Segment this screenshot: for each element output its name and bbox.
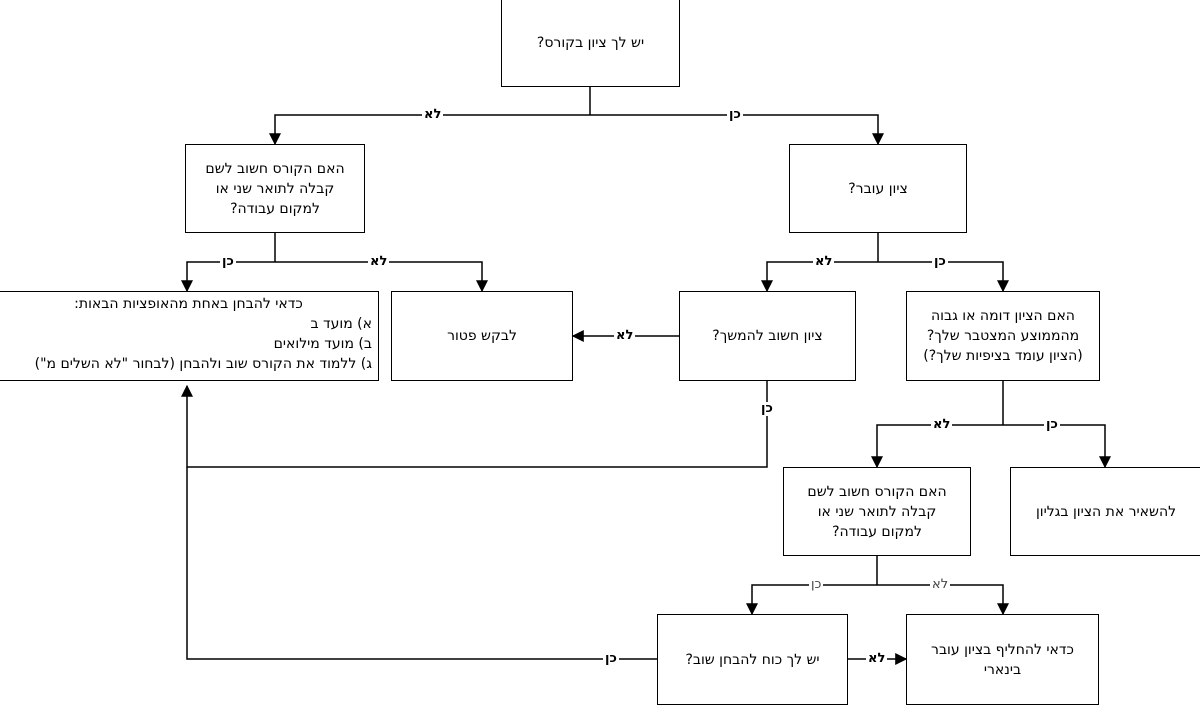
edge-passing-to-similar	[878, 261, 1009, 293]
node-grade-important-next-text: ציון חשוב להמשך?	[712, 328, 823, 344]
node-exam-option-b: ב) מועד מילואים	[273, 336, 372, 352]
edge-course-bottom-to-binary	[877, 584, 1009, 616]
edge-label-course-yes: כן	[220, 254, 236, 269]
edge-label-important-no: לא	[614, 328, 636, 343]
node-strength-retake: יש לך כוח להבחן שוב?	[657, 614, 848, 705]
node-exam-option-a: א) מועד ב	[310, 316, 372, 332]
edge-label-important-yes: כן	[759, 401, 775, 416]
edge-passing-to-important	[761, 261, 878, 293]
edge-label-passing-yes: כן	[932, 254, 948, 269]
node-course-important-bottom: האם הקורס חשוב לשם קבלה לתואר שני או למק…	[783, 467, 971, 556]
node-request-exemption-text: לבקש פטור	[447, 328, 517, 344]
edge-similar-to-keep	[1003, 424, 1111, 469]
edge-course-to-exemption	[275, 261, 488, 293]
edge-label-course-no: לא	[368, 254, 390, 269]
node-course-important-bottom-text: האם הקורס חשוב לשם קבלה לתואר שני או למק…	[807, 483, 947, 540]
edge-label-similar-yes: כן	[1044, 417, 1060, 432]
node-have-grade: יש לך ציון בקורס?	[501, 0, 680, 87]
node-passing-grade: ציון עובר?	[789, 144, 967, 233]
node-course-important-top-text: האם הקורס חשוב לשם קבלה לתואר שני או למק…	[205, 160, 345, 217]
edge-label-passing-no: לא	[813, 254, 835, 269]
edge-root-to-course-important	[269, 114, 590, 146]
node-passing-grade-text: ציון עובר?	[848, 180, 908, 197]
node-grade-similar: האם הציון דומה או גבוה מהממוצע המצטבר של…	[906, 291, 1100, 381]
node-keep-grade: להשאיר את הציון בגליון	[1010, 467, 1200, 556]
node-switch-binary-text: כדאי להחליף בציון עובר בינארי	[931, 641, 1074, 678]
node-strength-retake-text: יש לך כוח להבחן שוב?	[685, 651, 820, 668]
node-grade-important-next: ציון חשוב להמשך?	[679, 291, 856, 381]
node-have-grade-text: יש לך ציון בקורס?	[536, 34, 645, 51]
edge-important-yes-to-options	[181, 381, 768, 468]
edge-label-course-bottom-no: לא	[930, 577, 951, 592]
node-exam-options-title: כדאי להבחן באחת מהאופציות הבאות:	[74, 296, 303, 312]
node-exam-options: כדאי להבחן באחת מהאופציות הבאות: א) מועד…	[0, 291, 379, 381]
node-switch-binary: כדאי להחליף בציון עובר בינארי	[906, 614, 1099, 705]
node-keep-grade-text: להשאיר את הציון בגליון	[1035, 503, 1177, 520]
edge-label-strength-yes: כן	[603, 651, 619, 666]
edge-label-similar-no: לא	[931, 417, 953, 432]
edge-label-course-bottom-yes: כן	[809, 577, 824, 592]
edge-root-to-passing	[590, 114, 884, 146]
edge-strength-yes-to-options	[186, 467, 657, 660]
edge-similar-to-course-bottom	[871, 424, 1003, 469]
node-exam-option-c: ג) ללמוד את הקורס שוב ולהבחן (לבחור "לא …	[34, 356, 372, 372]
edge-label-root-yes: כן	[727, 107, 743, 122]
node-course-important-top: האם הקורס חשוב לשם קבלה לתואר שני או למק…	[185, 144, 365, 233]
edge-label-strength-no: לא	[866, 651, 888, 666]
edge-course-to-options	[181, 261, 275, 293]
edge-label-root-no: לא	[422, 107, 444, 122]
node-request-exemption: לבקש פטור	[391, 291, 573, 381]
node-grade-similar-text: האם הציון דומה או גבוה מהממוצע המצטבר של…	[923, 308, 1083, 364]
edge-course-bottom-to-strength	[746, 584, 877, 616]
